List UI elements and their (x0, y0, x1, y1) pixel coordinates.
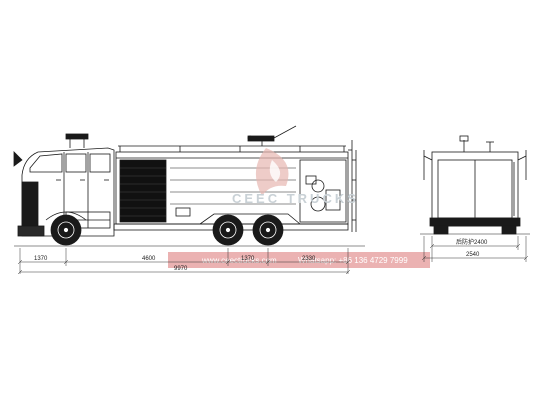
rear-bumper (429, 217, 521, 227)
watermark-band (168, 252, 430, 268)
rear-wheel-2 (252, 214, 284, 246)
rear-ladder (348, 140, 357, 232)
rear-wheel-1 (212, 214, 244, 246)
dim-rear-overhang: 2330 (302, 256, 316, 262)
roof-light (65, 133, 89, 140)
cab-window-rear (89, 153, 111, 173)
equipment-compartment (119, 159, 167, 223)
dim-overall-length: 9970 (174, 266, 188, 272)
pump-wheel-lower (310, 196, 326, 212)
side-view (13, 125, 365, 247)
water-cannon (247, 125, 297, 146)
pump-wheel-upper (311, 179, 325, 193)
watermark-website: www.ceectrucks.com (201, 256, 277, 265)
rear-tire-right (501, 225, 517, 235)
side-mirror (13, 151, 23, 167)
watermark-logo (255, 148, 289, 196)
pump-compartment (299, 159, 347, 223)
windshield (29, 153, 63, 173)
rear-view (420, 135, 530, 235)
rear-dimensions (421, 236, 529, 262)
tank-placard (175, 207, 191, 217)
dim-rear-axle-spacing: 1370 (241, 256, 255, 262)
rear-top-fittings (459, 135, 494, 152)
side-guard (199, 213, 301, 225)
watermark-whatsapp: Whatsapp: +86 136 4729 7999 (298, 256, 408, 265)
front-wheel (45, 211, 87, 246)
cab-outline (21, 147, 115, 237)
watermark-brand: CEEC TRUCKS (232, 191, 359, 206)
rear-tire-left (433, 225, 449, 235)
cab-window-front (65, 153, 87, 173)
dim-wheelbase: 4600 (142, 256, 156, 262)
front-grille (21, 181, 39, 227)
front-bumper (17, 225, 45, 237)
dim-front-overhang: 1370 (34, 256, 48, 262)
side-dimensions (17, 248, 351, 275)
dim-rear-box-width: 后防护2400 (456, 238, 488, 246)
dim-overall-width: 2540 (466, 252, 480, 258)
